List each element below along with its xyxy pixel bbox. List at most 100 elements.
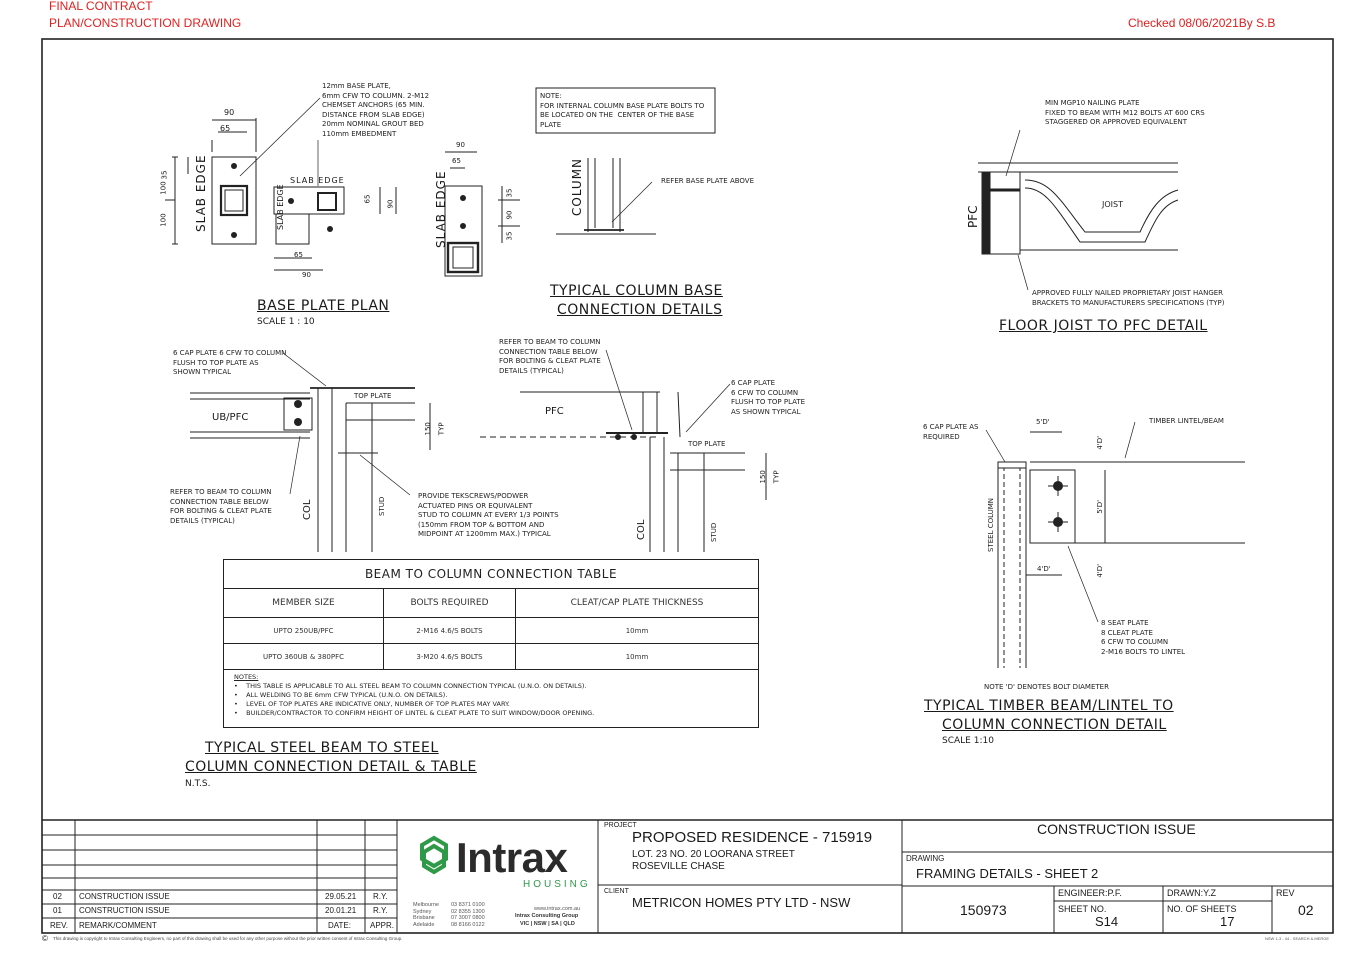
seat-plate-note: 8 SEAT PLATE 8 CLEAT PLATE 6 CFW TO COLU… [1101, 619, 1186, 656]
pfc-label: PFC [966, 205, 980, 228]
rev-header: REV. [50, 921, 68, 930]
dim-90-d: 90 [456, 141, 465, 149]
office-list: Melbourne Sydney Brisbane Adelaide [413, 902, 439, 928]
cap-plate-note-left: 6 CAP PLATE 6 CFW TO COLUMN FLUSH TO TOP… [173, 349, 287, 377]
note-item: • ALL WELDING TO BE 6mm CFW TYPICAL (U.N… [234, 691, 448, 699]
phone-list: 03 8371 0100 02 8355 1300 07 3007 0800 0… [451, 902, 485, 928]
issue-status: CONSTRUCTION ISSUE [1037, 821, 1196, 837]
note-item: • THIS TABLE IS APPLICABLE TO ALL STEEL … [234, 682, 587, 690]
base-plate-plan-title: BASE PLATE PLAN [257, 298, 390, 314]
dim-100-a: 100 [159, 181, 168, 195]
dim-90-b: 90 [302, 271, 311, 279]
refer-table-note-left: REFER TO BEAM TO COLUMN CONNECTION TABLE… [170, 488, 272, 525]
note-item: • BUILDER/CONTRACTOR TO CONFIRM HEIGHT O… [234, 709, 595, 717]
timber-beam-scale: SCALE 1:10 [942, 736, 994, 746]
slab-edge-label-a: SLAB EDGE [194, 154, 208, 232]
note-text: ALL WELDING TO BE 6mm CFW TYPICAL (U.N.O… [246, 691, 448, 699]
column-label: COLUMN [570, 157, 584, 216]
rev-01-date: 20.01.21 [325, 906, 357, 915]
base-plate-plan-linework [165, 97, 520, 277]
intrax-logo-mark [420, 835, 448, 875]
status-final-contract: FINAL CONTRACT [49, 0, 153, 13]
phone-brisbane: 07 3007 0800 [451, 915, 485, 921]
joist-label: JOIST [1102, 200, 1123, 209]
intrax-web: www.intrax.com.au [534, 906, 581, 912]
cell-thickness: 10mm [515, 617, 759, 644]
tekscrew-note: PROVIDE TEKSCREWS/PODWER ACTUATED PINS O… [418, 492, 559, 539]
rev-label: REV [1276, 888, 1295, 898]
column-base-title-1: TYPICAL COLUMN BASE [550, 283, 723, 299]
cell-member: UPTO 360UB & 380PFC [223, 643, 384, 670]
base-plate-plan-scale: SCALE 1 : 10 [257, 317, 315, 327]
connection-table: BEAM TO COLUMN CONNECTION TABLE MEMBER S… [223, 559, 759, 728]
col-header-bolts: BOLTS REQUIRED [383, 588, 516, 618]
office-melbourne: Melbourne [413, 902, 439, 908]
steel-column-label: STEEL COLUMN [987, 497, 995, 552]
job-number: 150973 [960, 902, 1007, 918]
drawn-by: DRAWN:Y.Z [1167, 888, 1217, 898]
slab-edge-label-d: SLAB EDGE [434, 170, 448, 248]
note-text: BUILDER/CONTRACTOR TO CONFIRM HEIGHT OF … [246, 709, 595, 717]
slab-edge-label-b: SLAB EDGE [290, 176, 345, 185]
client-label: CLIENT [604, 888, 629, 895]
refer-base-plate: REFER BASE PLATE ABOVE [661, 177, 755, 185]
rev-01-appr: R.Y. [373, 906, 388, 915]
dim-4d-upper: 4'D' [1096, 435, 1105, 450]
remark-header: REMARK/COMMENT [79, 921, 157, 930]
dim-65-c: 65 [363, 194, 372, 204]
intrax-logo-text: Intrax [456, 834, 568, 881]
note-item: • LEVEL OF TOP PLATES ARE INDICATIVE ONL… [234, 700, 510, 708]
file-reference: NSW 1-3 - 44 - SEARCH & MERGE [1265, 936, 1330, 941]
timber-lintel-label: TIMBER LINTEL/BEAM [1149, 417, 1224, 425]
rev-value: 02 [1298, 902, 1314, 918]
steel-beam-title-1: TYPICAL STEEL BEAM TO STEEL [205, 740, 439, 756]
note-text: THIS TABLE IS APPLICABLE TO ALL STEEL BE… [246, 682, 587, 690]
cell-member: UPTO 250UB/PFC [223, 617, 384, 644]
col-header-member: MEMBER SIZE [223, 588, 384, 618]
col-label-left: COL [302, 499, 313, 520]
rev-02: 02 [53, 892, 62, 901]
dim-100-b: 100 [159, 213, 168, 227]
office-adelaide: Adelaide [413, 921, 435, 928]
refer-table-note-mid: REFER TO BEAM TO COLUMN CONNECTION TABLE… [499, 338, 601, 375]
cap-plate-note-mid: 6 CAP PLATE 6 CFW TO COLUMN FLUSH TO TOP… [731, 379, 806, 416]
rev-02-date: 29.05.21 [325, 892, 357, 901]
client-name: METRICON HOMES PTY LTD - NSW [632, 895, 851, 910]
project-addr-1: LOT. 23 NO. 20 LOORANA STREET [632, 849, 795, 860]
timber-beam-title-2: COLUMN CONNECTION DETAIL [942, 717, 1167, 733]
status-plan-construction: PLAN/CONSTRUCTION DRAWING [49, 16, 242, 30]
drawing-label: DRAWING [906, 854, 945, 863]
dim-4d-lower: 4'D' [1096, 563, 1105, 578]
timber-beam-linework [985, 421, 1245, 668]
cell-bolts: 2-M16 4.6/S BOLTS [383, 617, 516, 644]
phone-melbourne: 03 8371 0100 [451, 902, 485, 908]
sheet-border [41, 38, 1334, 934]
dim-5d-top: 5'D' [1036, 418, 1050, 426]
office-brisbane: Brisbane [413, 915, 435, 921]
floor-joist-title: FLOOR JOIST TO PFC DETAIL [999, 318, 1208, 334]
dim-90-a: 90 [224, 108, 235, 117]
drawing-name: FRAMING DETAILS - SHEET 2 [916, 866, 1099, 881]
rev-01: 01 [53, 906, 62, 915]
no-sheets: 17 [1220, 914, 1235, 929]
top-plate-label-left: TOP PLATE [354, 392, 392, 400]
copyright-icon: © [42, 934, 48, 943]
table-notes: NOTES: • THIS TABLE IS APPLICABLE TO ALL… [223, 669, 759, 728]
bolt-crosses [1048, 476, 1068, 532]
project-addr-2: ROSEVILLE CHASE [632, 861, 725, 872]
typ-left: TYP [437, 422, 446, 436]
stud-label-mid: STUD [710, 522, 718, 542]
office-sydney: Sydney [413, 908, 432, 915]
base-plate-note: 12mm BASE PLATE, 6mm CFW TO COLUMN. 2-M1… [322, 82, 430, 138]
intrax-consulting: Intrax Consulting Group [515, 913, 579, 919]
column-base-linework [535, 87, 716, 235]
cell-thickness: 10mm [515, 643, 759, 670]
dim-5d-side: 5'D' [1096, 499, 1105, 514]
dim-90-e: 90 [505, 210, 514, 220]
floor-joist-note-bottom: APPROVED FULLY NAILED PROPRIETARY JOIST … [1032, 289, 1225, 307]
typ-mid: TYP [772, 470, 781, 484]
rev-01-comment: CONSTRUCTION ISSUE [79, 906, 170, 915]
bolt-symbols [231, 163, 1063, 527]
top-plate-label-mid: TOP PLATE [688, 440, 726, 448]
